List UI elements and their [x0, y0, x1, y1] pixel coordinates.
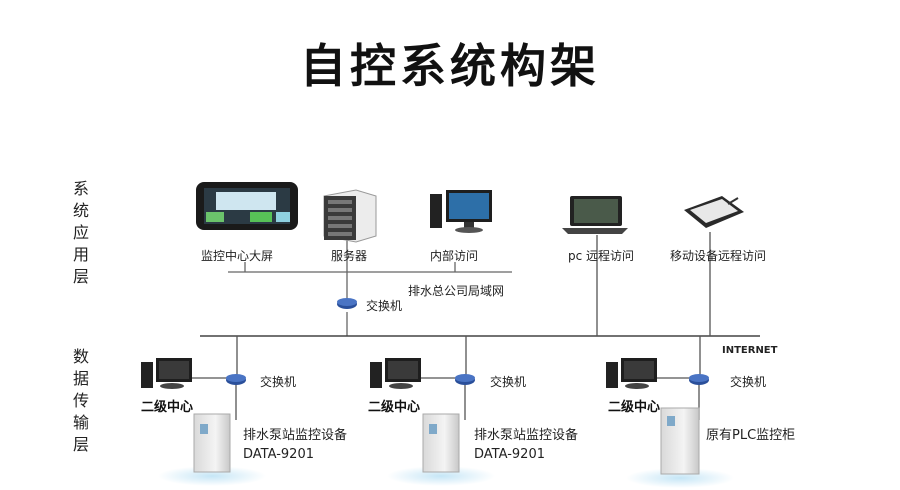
layer-char: 层 — [72, 267, 89, 286]
station-3-center-label: 二级中心 — [608, 400, 661, 415]
layer-char: 用 — [72, 245, 89, 264]
layer-label-application: 系 统 应 用 层 — [66, 178, 96, 288]
station-1-switch-label: 交换机 — [260, 375, 297, 389]
layer-char: 传 — [72, 391, 89, 410]
layer-char: 输 — [72, 413, 89, 432]
plc-cabinet-icon — [626, 407, 734, 488]
mobile-remote-label: 移动设备远程访问 — [670, 249, 767, 263]
main-switch-label: 交换机 — [366, 299, 403, 313]
station-2-equipment-label: 排水泵站监控设备 — [474, 428, 579, 443]
station-1-equipment-label: 排水泵站监控设备 — [243, 428, 348, 443]
station-2-model-label: DATA-9201 — [474, 447, 545, 462]
secondary-center-pc-icon-3 — [606, 358, 657, 389]
layer-label-transport: 数 据 传 输 层 — [66, 346, 96, 456]
main-switch-icon — [337, 298, 357, 309]
layer-char: 系 — [72, 179, 89, 198]
layer-char: 层 — [72, 435, 89, 454]
internal-access-label: 内部访问 — [430, 249, 479, 263]
station-switch-icon-1 — [226, 374, 246, 385]
layer-char: 应 — [72, 223, 89, 242]
pc-remote-label: pc 远程访问 — [568, 249, 635, 263]
lan-bus-lines — [228, 240, 512, 336]
big-screen-label: 监控中心大屏 — [201, 249, 274, 263]
station-1-center-label: 二级中心 — [141, 400, 194, 415]
secondary-center-pc-icon-1 — [141, 358, 192, 389]
laptop-icon — [562, 196, 628, 234]
internal-pc-icon — [430, 190, 492, 233]
internet-label: INTERNET — [722, 345, 778, 356]
secondary-center-pc-icon-2 — [370, 358, 421, 389]
server-icon — [323, 189, 377, 243]
tablet-icon — [684, 196, 744, 228]
trunk-lines — [200, 232, 760, 378]
server-label: 服务器 — [331, 249, 368, 263]
pump-station-cabinet-icon-1 — [158, 413, 266, 486]
lan-label: 排水总公司局域网 — [408, 284, 505, 298]
diagram-title: 自控系统构架 — [300, 39, 600, 93]
station-1-model-label: DATA-9201 — [243, 447, 314, 462]
station-3-equipment-label: 原有PLC监控柜 — [706, 428, 796, 443]
station-3-switch-label: 交换机 — [730, 375, 767, 389]
layer-char: 统 — [72, 201, 89, 220]
station-switch-icon-3 — [689, 374, 709, 385]
station-2-switch-label: 交换机 — [490, 375, 527, 389]
layer-char: 据 — [72, 369, 89, 388]
station-switch-icon-2 — [455, 374, 475, 385]
station-2-center-label: 二级中心 — [368, 400, 421, 415]
layer-char: 数 — [72, 347, 89, 366]
pump-station-cabinet-icon-2 — [387, 413, 495, 486]
big-screen-monitor-icon — [196, 182, 298, 230]
